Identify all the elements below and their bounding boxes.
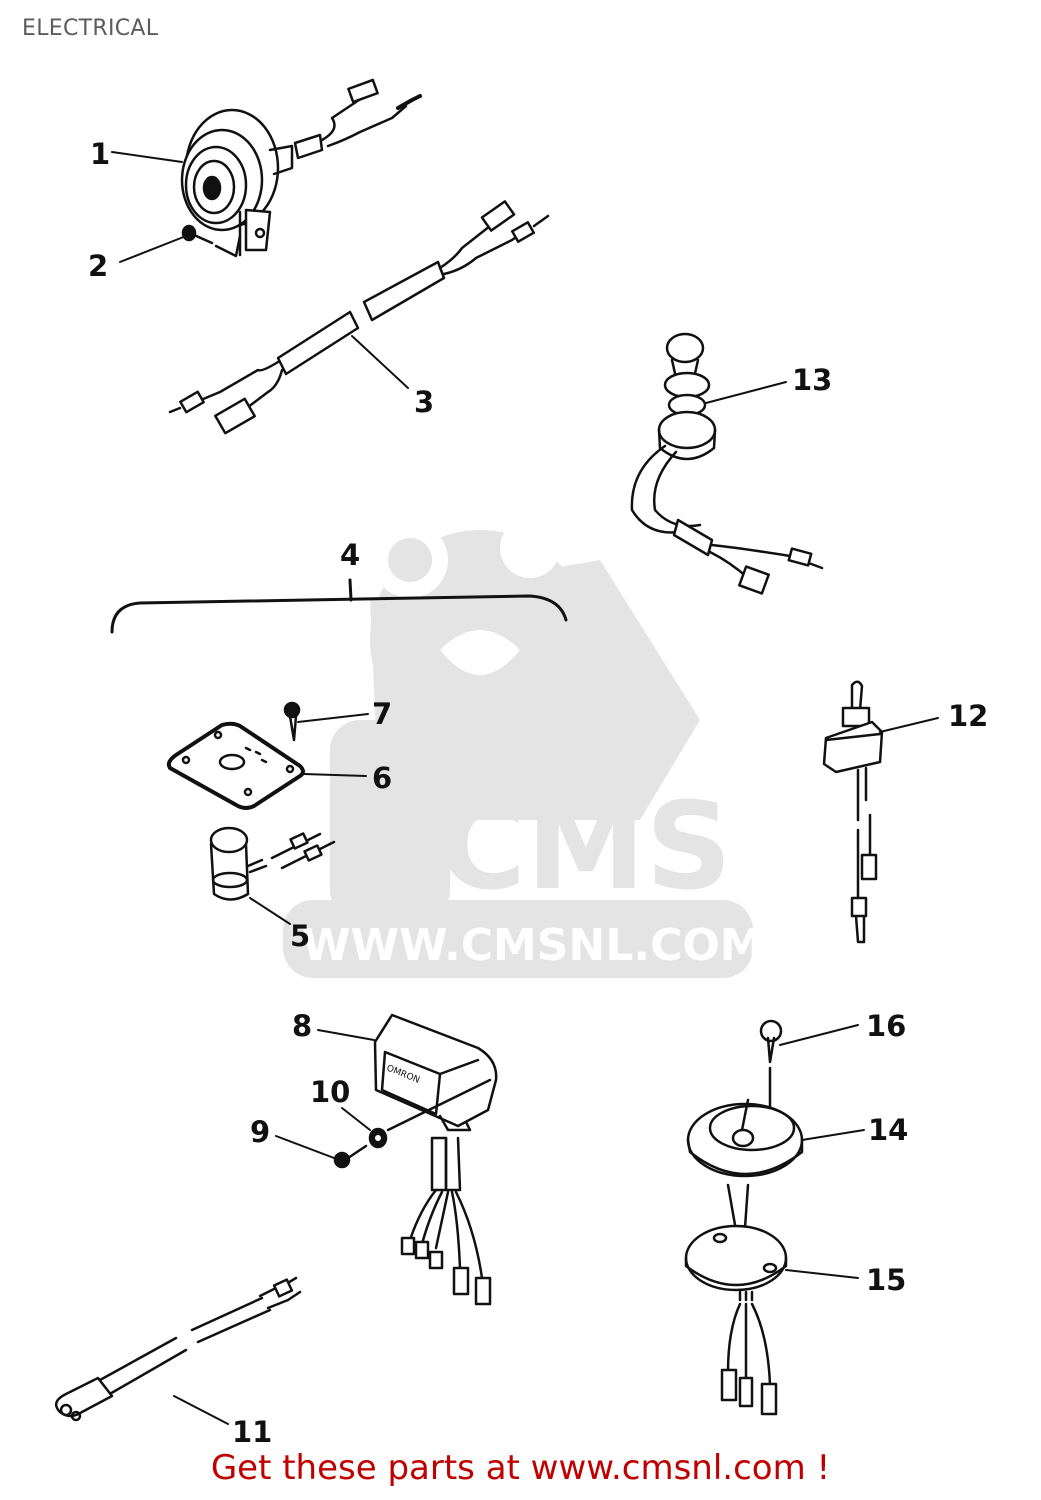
- callout-8[interactable]: 8: [292, 1009, 312, 1043]
- callout-13[interactable]: 13: [792, 363, 832, 397]
- bolt-washer-parts: [333, 1078, 492, 1169]
- page-title: ELECTRICAL: [22, 16, 159, 41]
- assembly-bracket: [110, 578, 568, 634]
- callout-15[interactable]: 15: [866, 1263, 906, 1297]
- watermark-url: WWW.CMSNL.COM: [302, 920, 764, 971]
- leader-lines: [111, 151, 939, 1425]
- solenoid-part: [209, 826, 336, 901]
- wire-harness-part: [168, 200, 550, 435]
- callout-12[interactable]: 12: [948, 699, 988, 733]
- callout-4[interactable]: 4: [340, 538, 360, 572]
- wire-lead-part: [54, 1276, 302, 1422]
- watermark-logo: CMS: [438, 778, 732, 917]
- callout-9[interactable]: 9: [250, 1115, 270, 1149]
- callout-10[interactable]: 10: [310, 1075, 350, 1109]
- callout-3[interactable]: 3: [414, 385, 434, 419]
- callout-7[interactable]: 7: [372, 697, 392, 731]
- push-switch-part: [630, 332, 824, 595]
- callout-labels: 1 2 3 4 5 6 7 8 9 10 11 12 13 14 15 16: [88, 137, 988, 1449]
- callout-11[interactable]: 11: [232, 1415, 272, 1449]
- switch-housing-part: [684, 1019, 804, 1416]
- footer-link[interactable]: Get these parts at www.cmsnl.com !: [210, 1448, 831, 1488]
- screw-part-2: [181, 224, 242, 258]
- callout-16[interactable]: 16: [866, 1009, 906, 1043]
- horn-part: [180, 78, 422, 257]
- cms-watermark: CMS WWW.CMSNL.COM: [283, 518, 764, 978]
- relay-part: [373, 1013, 498, 1306]
- screw-part-7: [283, 701, 301, 742]
- callout-1[interactable]: 1: [90, 137, 110, 171]
- toggle-switch-part: [822, 680, 884, 944]
- callout-5[interactable]: 5: [290, 919, 310, 953]
- cover-plate-part: [166, 721, 305, 810]
- callout-6[interactable]: 6: [372, 761, 392, 795]
- callout-14[interactable]: 14: [868, 1113, 908, 1147]
- callout-2[interactable]: 2: [88, 249, 108, 283]
